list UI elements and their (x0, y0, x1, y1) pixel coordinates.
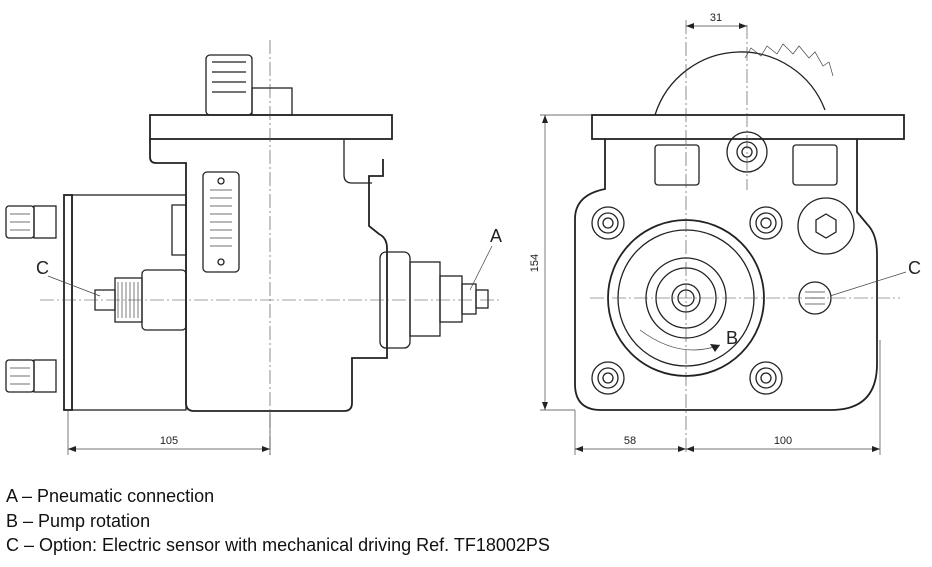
callout-b-front: B (726, 328, 738, 348)
bolt-br (749, 361, 783, 395)
dim-side-width: 105 (160, 435, 178, 447)
bolt-bl (591, 361, 625, 395)
callout-c-side: C (36, 258, 49, 278)
legend-item-b: B – Pump rotation (6, 510, 151, 531)
legend-item-a: A – Pneumatic connection (6, 486, 215, 506)
dim-front-top: 31 (710, 12, 722, 24)
side-view: 105 A C (5, 40, 502, 455)
bolt-tl (591, 206, 625, 240)
legend: A – Pneumatic connection B – Pump rotati… (6, 484, 550, 558)
front-view: B C 31 154 58 100 (529, 12, 921, 455)
legend-item-c: C – Option: Electric sensor with mechani… (6, 535, 550, 555)
callout-a-side: A (490, 226, 502, 246)
dim-front-left: 58 (624, 435, 636, 447)
callout-c-front: C (908, 258, 921, 278)
bolt-tr (749, 206, 783, 240)
dim-front-height: 154 (529, 254, 541, 272)
dim-front-right: 100 (774, 435, 792, 447)
technical-drawing: 105 A C (5, 12, 921, 455)
